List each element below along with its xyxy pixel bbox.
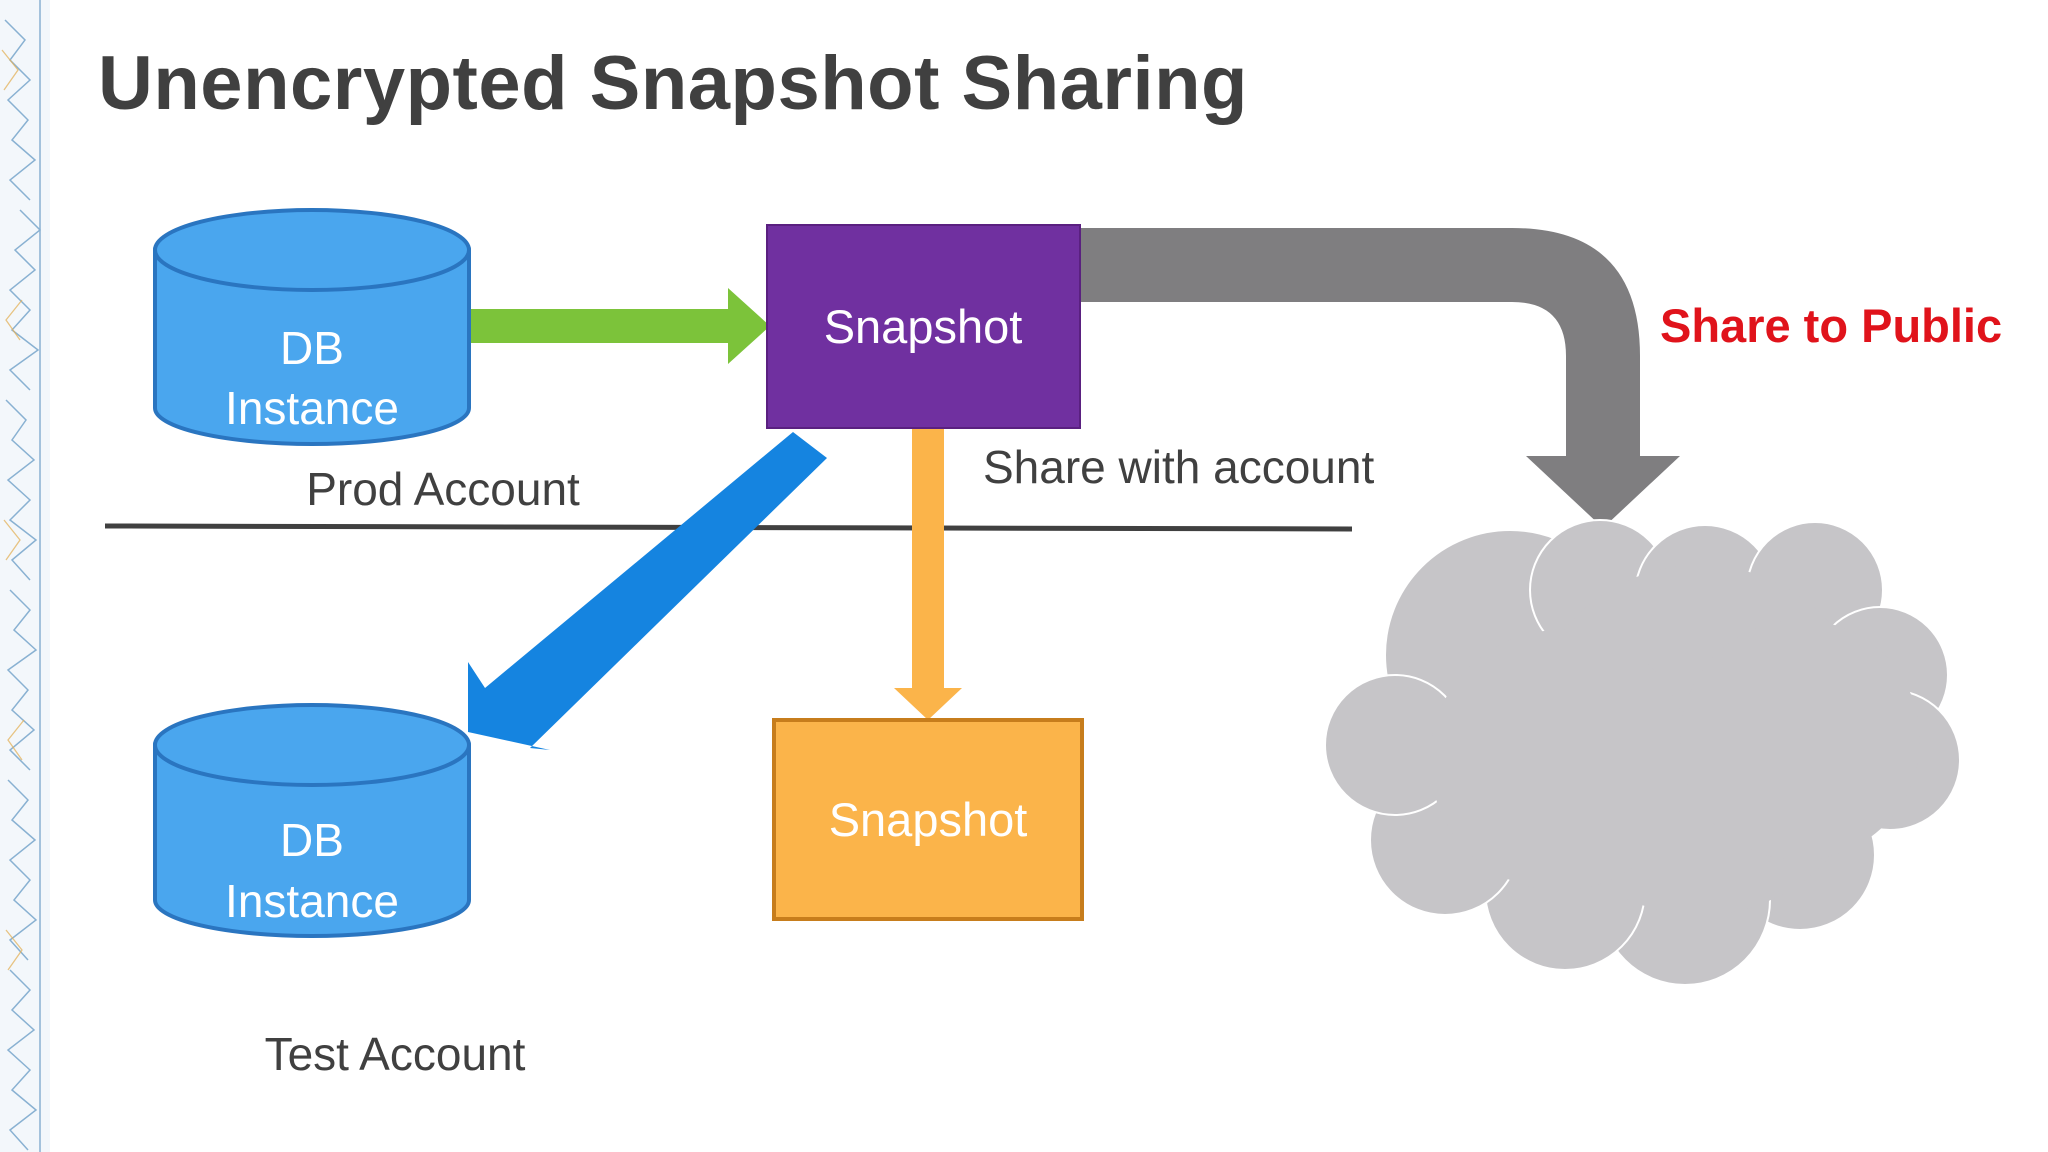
public-cloud [1324, 519, 1961, 986]
share-with-account-label: Share with account [983, 441, 1374, 493]
prod-snapshot-label: Snapshot [824, 300, 1023, 353]
share-to-public-label: Share to Public [1660, 299, 2002, 352]
prod-db-label-line1: DB [280, 322, 344, 374]
test-db-label-line1: DB [280, 814, 344, 866]
test-db-cylinder: DB Instance [153, 703, 471, 938]
green-snapshot-arrow [470, 288, 770, 364]
gray-share-public-arrow [1080, 228, 1680, 528]
prod-db-label-line2: Instance [225, 382, 399, 434]
slide-title: Unencrypted Snapshot Sharing [98, 41, 1248, 126]
orange-share-arrow [894, 428, 962, 720]
prod-account-label: Prod Account [306, 463, 580, 515]
test-snapshot-label: Snapshot [829, 793, 1028, 846]
test-snapshot-box [772, 718, 1084, 921]
decorative-circuit-strip [0, 0, 50, 1152]
prod-snapshot-box [766, 224, 1081, 429]
test-account-label: Test Account [265, 1028, 526, 1080]
prod-db-cylinder: DB Instance [153, 208, 471, 446]
blue-copy-arrow [468, 432, 827, 750]
test-db-label-line2: Instance [225, 875, 399, 927]
